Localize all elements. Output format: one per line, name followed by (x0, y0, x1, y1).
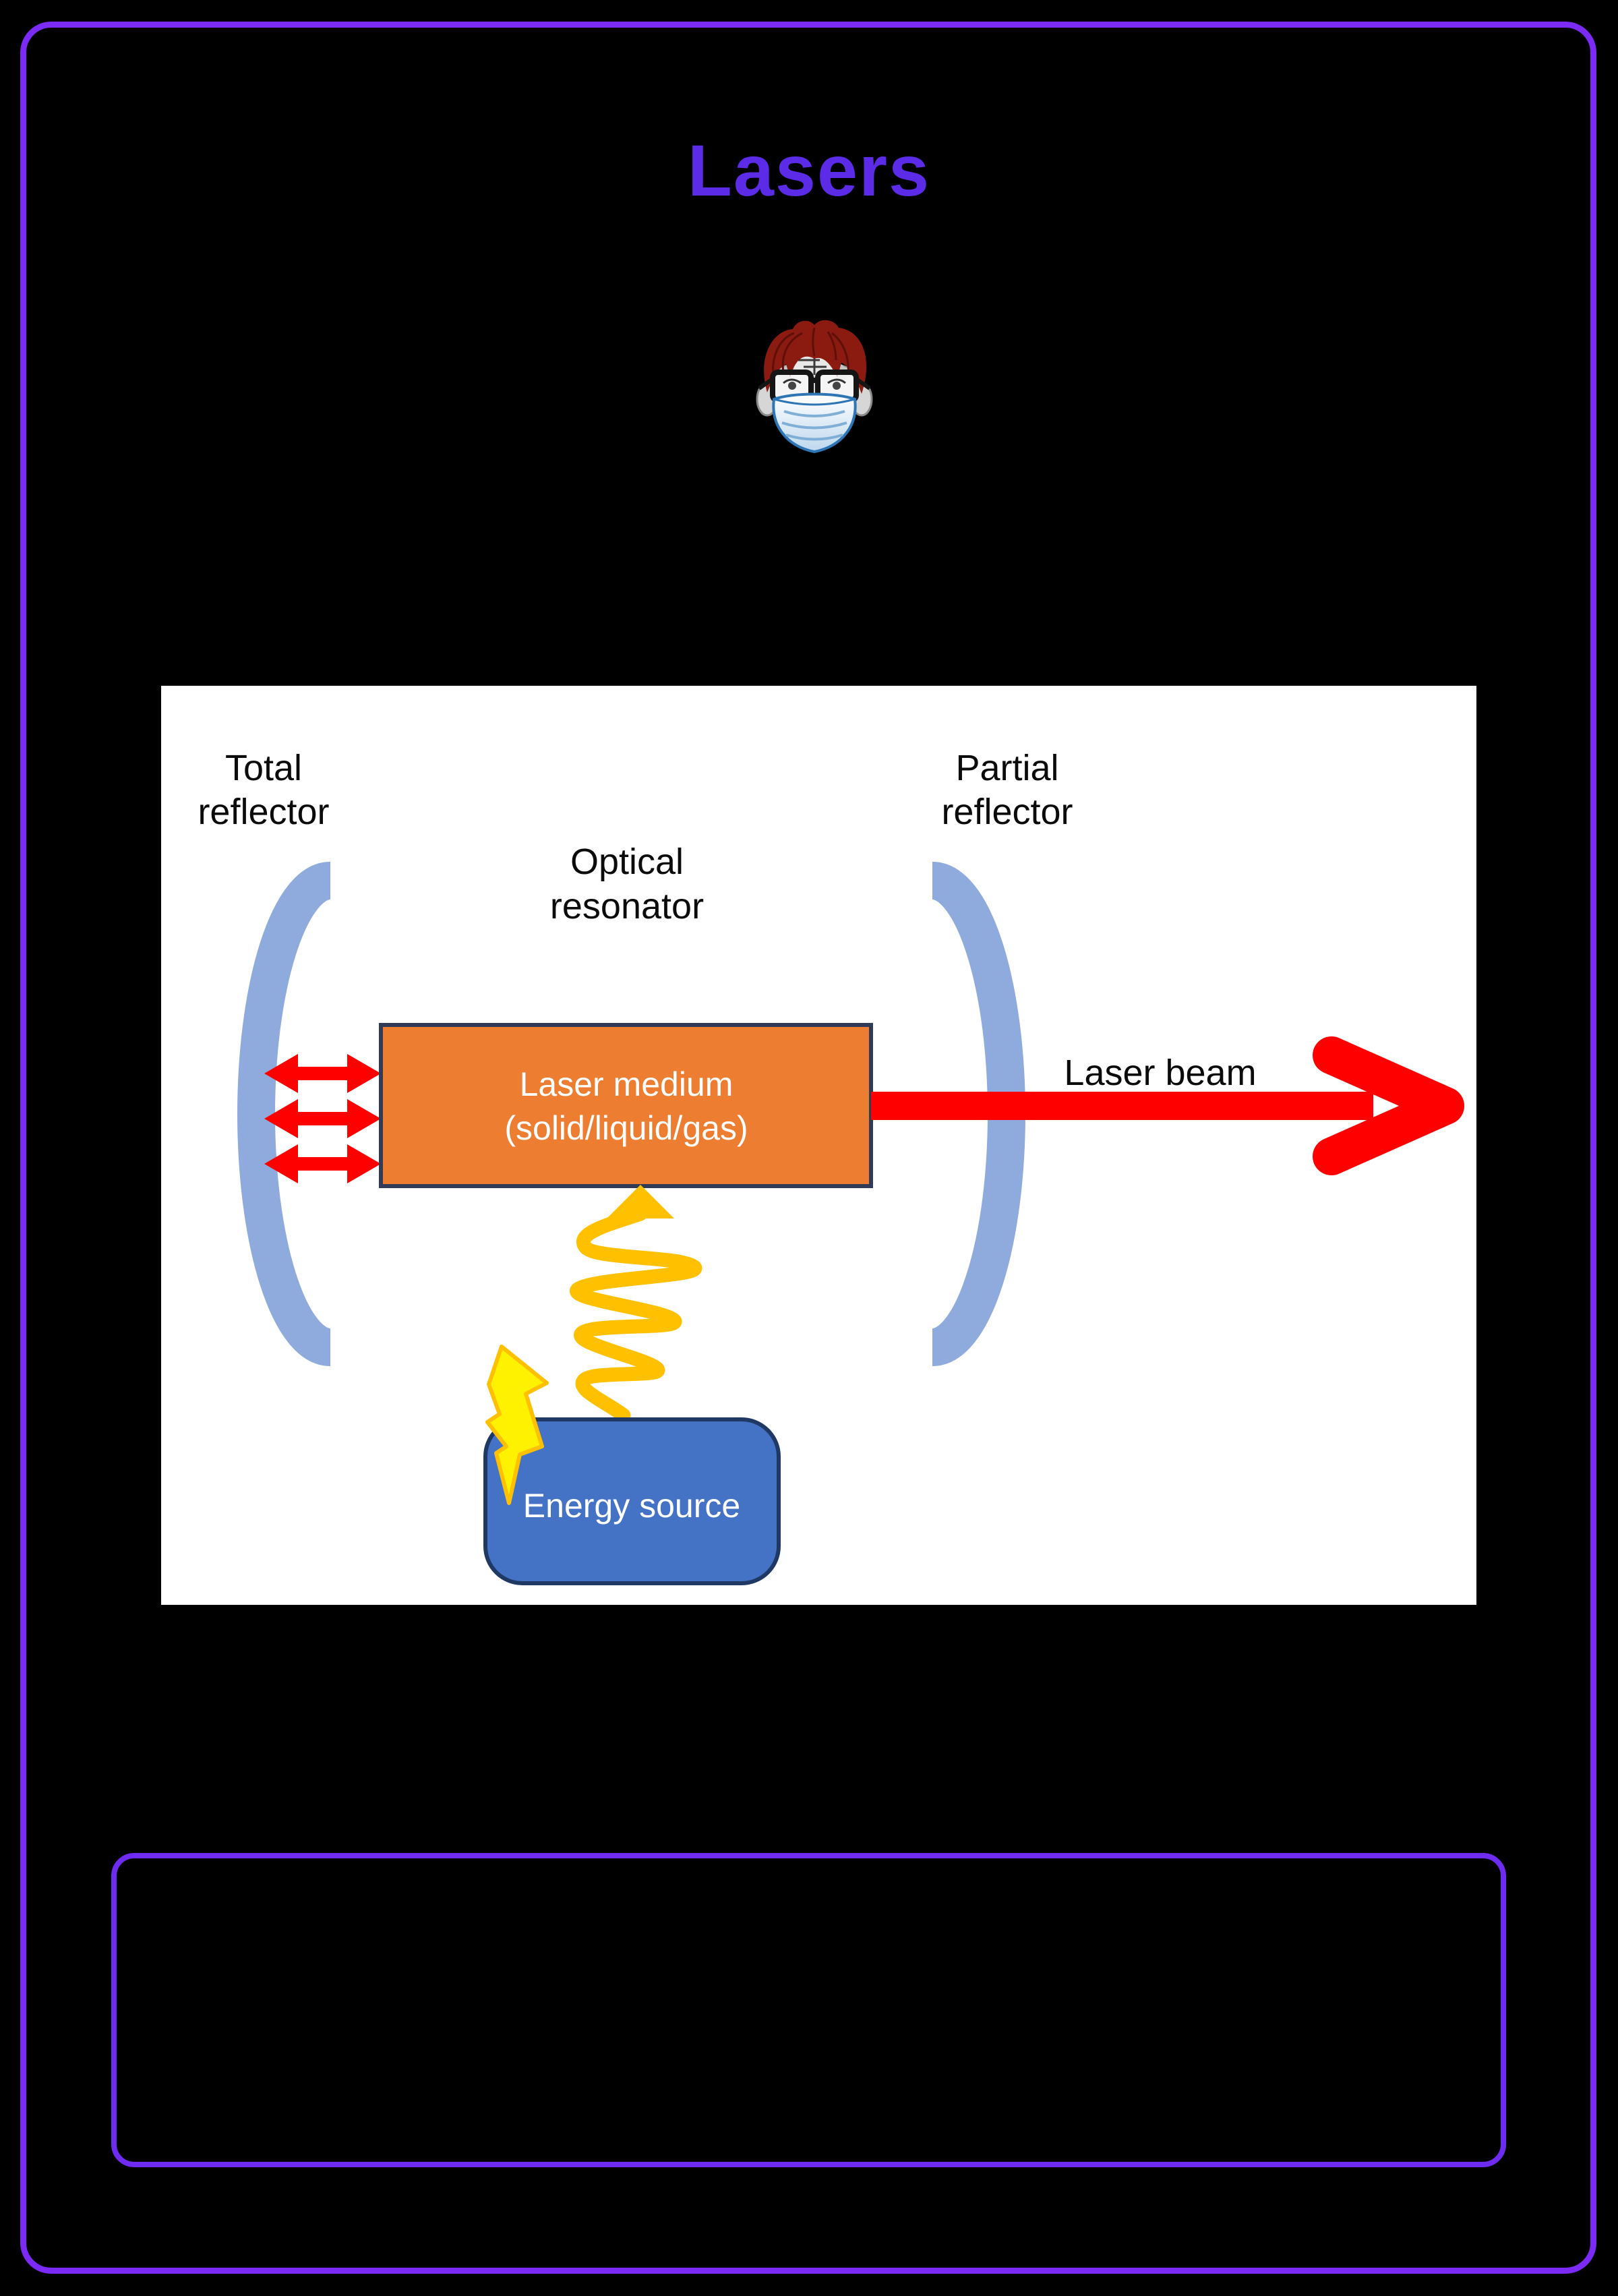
energy-source-box (483, 1417, 781, 1585)
standing-wave-arrow (264, 1144, 381, 1183)
total-reflector-label-line2: reflector (198, 792, 329, 832)
standing-wave-arrow (264, 1054, 381, 1093)
scientist-avatar-icon (756, 320, 873, 454)
avatar-glasses-arm-right (855, 377, 871, 390)
partial-reflector-label-line2: reflector (941, 792, 1073, 832)
bottom-note-box (111, 1853, 1506, 2167)
standing-wave-arrow (264, 1099, 381, 1138)
avatar-mask-top-edge (773, 398, 856, 406)
avatar-eyes (783, 378, 846, 390)
avatar-hair-strands (772, 327, 849, 381)
laser-diagram: Laser medium (solid/liquid/gas) Laser be… (198, 748, 1464, 1585)
laser-beam-label: Laser beam (1064, 1053, 1256, 1093)
partial-reflector-label-line1: Partial (955, 748, 1058, 788)
lightning-bolt-icon (485, 1345, 549, 1505)
pump-wave-arrowhead (607, 1185, 674, 1218)
avatar-glasses-arm-left (758, 377, 774, 390)
energy-source-label: Energy source (523, 1487, 740, 1525)
total-reflector-label-line1: Total (225, 748, 302, 788)
optical-resonator-label-line1: Optical (570, 842, 684, 882)
laser-medium-label-line1: Laser medium (520, 1065, 733, 1103)
laser-medium-box (379, 1023, 873, 1188)
laser-diagram-panel: Laser medium (solid/liquid/gas) Laser be… (161, 686, 1476, 1605)
optical-resonator-label-line2: resonator (550, 886, 704, 926)
total-reflector-bracket (237, 862, 332, 1366)
pump-wave-squiggle (570, 1206, 702, 1423)
slide-border-frame (20, 22, 1596, 2274)
laser-beam-shaft (871, 1092, 1373, 1120)
standing-wave-arrows (264, 1054, 381, 1183)
avatar-mask-pleats (781, 410, 847, 441)
page-title: Lasers (687, 129, 931, 211)
laser-beam-arrowhead (1313, 1036, 1464, 1175)
laser-medium-label-line2: (solid/liquid/gas) (504, 1109, 748, 1147)
